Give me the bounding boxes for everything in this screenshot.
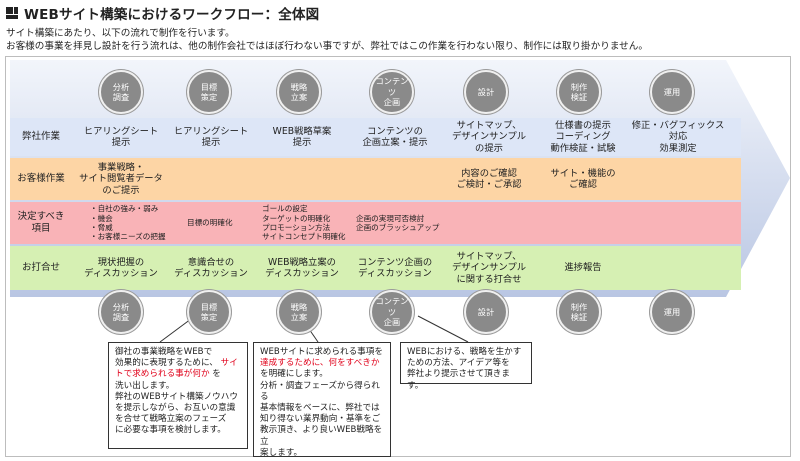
cell-meeting-build: 進捗報告: [564, 262, 602, 274]
callout-strategy-highlight: 達成するために、何をすべきか: [260, 358, 380, 369]
cell-client-build: サイト・機能のご確認: [550, 167, 616, 191]
cell-decision-contents: 企画の実現可否検討企画のブラッシュアップ: [356, 213, 440, 232]
row-band-meeting: [10, 246, 741, 290]
title-block-icon: [6, 7, 18, 19]
phase-circle-build-top: 制作検証: [557, 70, 601, 114]
cell-ours-goal: ヒアリングシート提示: [173, 125, 249, 149]
cell-client-analysis: 事業戦略・サイト閲覧者データのご提示: [79, 161, 163, 196]
phase-circle-strategy-bottom: 戦略立案: [277, 290, 321, 334]
phase-circle-build-bottom: 制作検証: [557, 290, 601, 334]
row-label-ours: 弊社作業: [21, 131, 60, 142]
phase-circle-contents-top: コンテンツ企画: [370, 70, 414, 114]
cell-decision-goal: 目標の明確化: [187, 218, 233, 228]
callout-strategy: WEBサイトに求められる事項を 達成するために、何をすべきか を明確にします。分…: [253, 342, 391, 458]
callout-contents: WEBにおける、戦略を生かすための方法、アイデア等を弊社より提示させて頂きます。: [400, 342, 532, 391]
phase-circle-strategy-top: 戦略立案: [277, 70, 321, 114]
callout-pointer-3: [417, 315, 469, 343]
cell-ours-build: 仕様書の提示コーディング動作検証・試験: [550, 119, 616, 154]
callout-goal-highlight: サイトで求められる事が何か: [115, 358, 238, 380]
cell-ours-contents: コンテンツの企画立案・提示: [362, 125, 428, 149]
cell-decision-analysis: ・自社の強み・弱み・機会・脅威・お客様ニーズの把握: [90, 204, 166, 242]
callout-goal: 御社の事業戦略をWEBで効果的に表現するために、 サイトで求められる事が何か を…: [108, 342, 248, 449]
row-label-client: お客様作業: [17, 173, 65, 184]
cell-meeting-strategy: WEB戦略立案のディスカッション: [265, 256, 339, 280]
phase-circle-analysis-bottom: 分析調査: [99, 290, 143, 334]
phase-circle-goal-bottom: 目標策定: [187, 290, 231, 334]
page-title: WEBサイト構築におけるワークフロー：全体図: [24, 7, 320, 23]
row-band-client: [10, 158, 741, 200]
cell-decision-strategy: ゴールの設定ターゲットの明確化プロモーション方法サイトコンセプト明確化: [262, 204, 346, 242]
cell-meeting-design: サイトマップ、デザインサンプルに関する打合せ: [451, 250, 527, 285]
cell-meeting-analysis: 現状把握のディスカッション: [84, 256, 158, 280]
cell-client-design: 内容のご確認ご検討・ご承認: [456, 167, 522, 191]
cell-ours-design: サイトマップ、デザインサンプルの提示: [451, 119, 527, 154]
row-band-ours: [10, 118, 741, 156]
phase-circle-goal-top: 目標策定: [187, 70, 231, 114]
workflow-frame: [5, 56, 791, 457]
cell-ours-operation: 修正・バグフィックス対応効果測定: [631, 119, 725, 154]
cell-meeting-contents: コンテンツ企画のディスカッション: [357, 256, 433, 280]
intro-line-2: お客様の事業を拝見し設計を行う流れは、他の制作会社ではほぼ行わない事ですが、弊社…: [6, 40, 648, 52]
phase-circle-contents-bottom: コンテンツ企画: [370, 290, 414, 334]
cell-meeting-goal: 意識合せのディスカッション: [174, 256, 248, 280]
row-label-meeting: お打合せ: [21, 262, 60, 273]
phase-circle-operation-bottom: 運用: [650, 290, 694, 334]
row-band-decision: [10, 202, 741, 244]
phase-circle-design-top: 設計: [464, 70, 508, 114]
cell-ours-strategy: WEB戦略草案提示: [272, 125, 332, 149]
phase-circle-operation-top: 運用: [650, 70, 694, 114]
intro-text: サイト構築にあたり、以下の流れで制作を行います。 お客様の事業を拝見し設計を行う…: [6, 28, 648, 53]
phase-circle-design-bottom: 設計: [464, 290, 508, 334]
cell-ours-analysis: ヒアリングシート提示: [83, 125, 159, 149]
page-title-block: WEBサイト構築におけるワークフロー：全体図: [6, 3, 319, 23]
row-label-decision: 決定すべき項目: [17, 211, 65, 234]
intro-line-1: サイト構築にあたり、以下の流れで制作を行います。: [6, 28, 235, 39]
phase-circle-analysis-top: 分析調査: [99, 70, 143, 114]
